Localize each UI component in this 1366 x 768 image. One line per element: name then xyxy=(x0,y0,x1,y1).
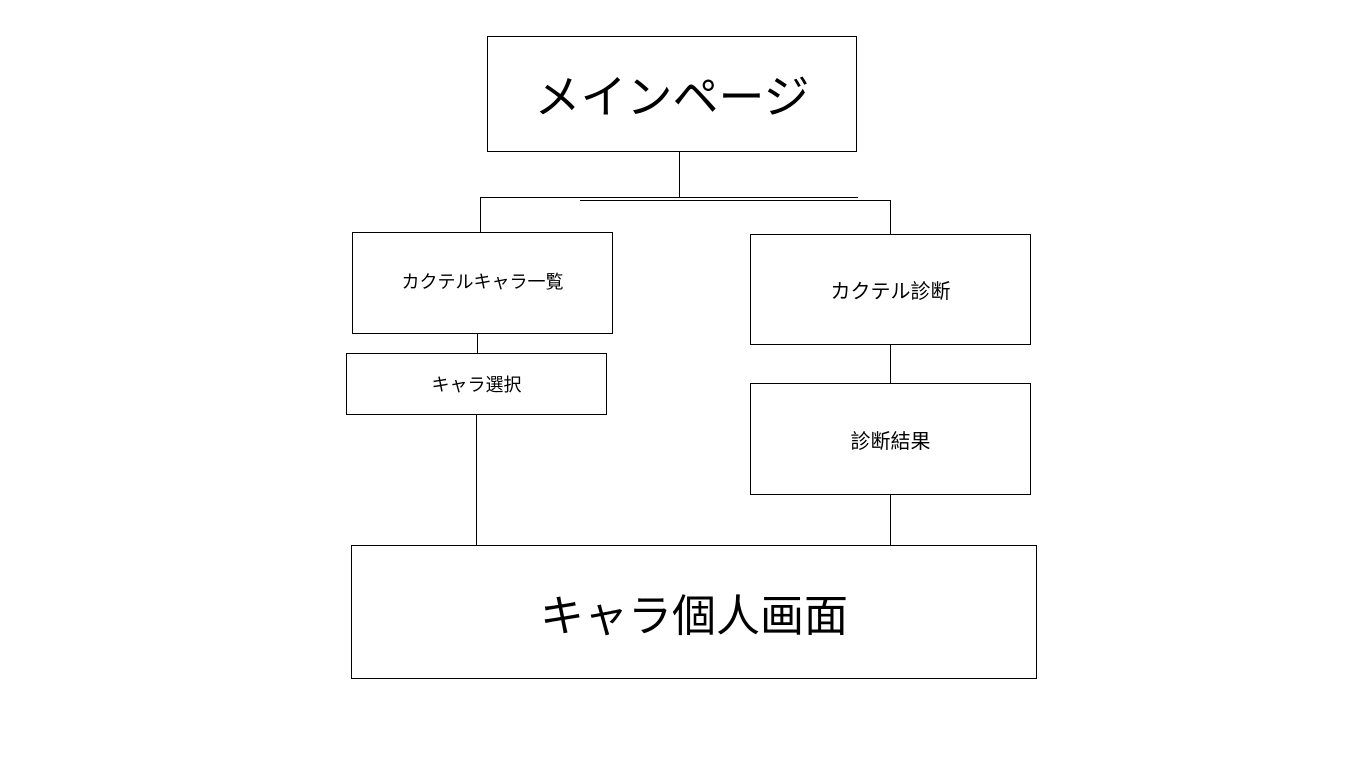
node-cocktail-diagnosis-label: カクテル診断 xyxy=(830,279,951,303)
node-character-individual-label: キャラ個人画面 xyxy=(540,591,848,642)
connector-to-diagnosis xyxy=(890,200,891,235)
connector-branch-right xyxy=(580,200,891,201)
connector-select-to-individual xyxy=(476,415,477,546)
node-character-select-label: キャラ選択 xyxy=(431,375,522,396)
node-character-select: キャラ選択 xyxy=(346,353,607,415)
connector-branch-left xyxy=(480,197,858,198)
connector-diagnosis-to-result xyxy=(890,345,891,384)
connector-to-list xyxy=(480,197,481,233)
connector-result-to-individual xyxy=(890,495,891,546)
node-main-page: メインページ xyxy=(487,36,857,152)
node-diagnosis-result-label: 診断結果 xyxy=(850,428,931,453)
node-cocktail-character-list-label: カクテルキャラ一覧 xyxy=(401,272,564,293)
node-main-page-label: メインページ xyxy=(534,70,810,124)
connector-list-to-select xyxy=(477,334,478,354)
connector-main-down xyxy=(679,152,680,197)
node-cocktail-diagnosis: カクテル診断 xyxy=(750,234,1031,345)
node-character-individual: キャラ個人画面 xyxy=(351,545,1037,679)
node-cocktail-character-list: カクテルキャラ一覧 xyxy=(352,232,613,334)
node-diagnosis-result: 診断結果 xyxy=(750,383,1031,495)
